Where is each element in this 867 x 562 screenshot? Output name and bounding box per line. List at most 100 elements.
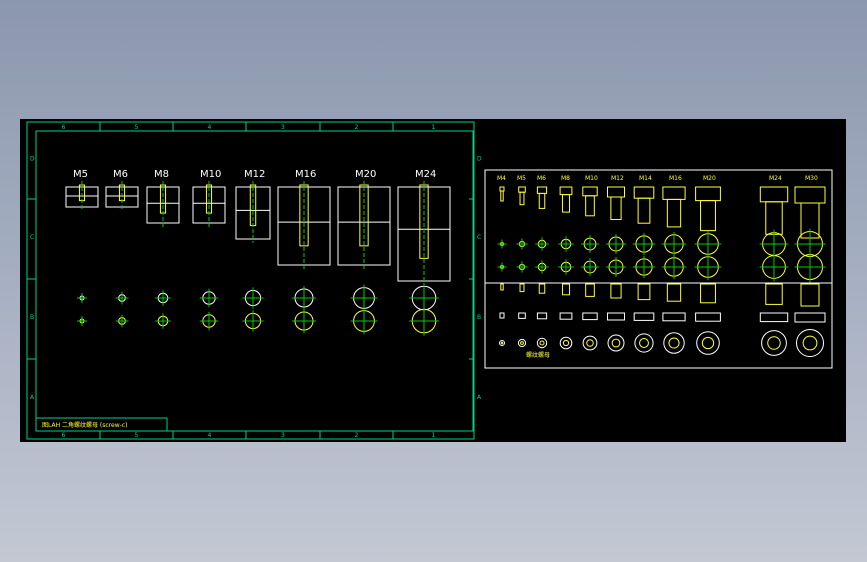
nut-side-view: [582, 312, 598, 321]
top-zone-label: 6: [62, 124, 66, 131]
nut-bore: [500, 341, 504, 345]
size-label: M12: [611, 175, 624, 182]
side-zone-label: A: [477, 394, 482, 401]
side-zone-label: B: [477, 314, 481, 321]
screw-head: [759, 186, 789, 203]
nut-bore: [767, 336, 781, 350]
fastener-m24: M24: [397, 169, 451, 336]
thread-section: [700, 283, 716, 304]
fastener-m4: M4: [497, 175, 507, 346]
thread-section: [610, 283, 622, 299]
size-label: M5: [73, 169, 88, 180]
bottom-zone-label: 2: [355, 432, 359, 439]
fastener-m16: M16: [661, 175, 687, 354]
screw-head: [536, 186, 548, 194]
nut-top-view: [796, 329, 824, 357]
fastener-m14: M14: [632, 175, 656, 353]
nut-top-view: [607, 334, 625, 352]
fastener-m20: M20: [337, 169, 391, 335]
thread-section: [500, 283, 504, 291]
nut-top-view: [517, 338, 527, 348]
bottom-zone-label: 5: [135, 432, 139, 439]
top-zone-label: 4: [208, 124, 212, 131]
screw-shank: [585, 195, 595, 217]
screw-shank: [610, 196, 622, 220]
size-label: M20: [703, 175, 716, 182]
side-zone-label: C: [30, 234, 34, 241]
bottom-zone-label: 3: [281, 432, 285, 439]
top-zone-label: 1: [432, 124, 436, 131]
size-label: M10: [200, 169, 221, 180]
fastener-m6: M6: [105, 169, 139, 328]
screw-shank: [561, 194, 571, 213]
size-label: M24: [415, 169, 436, 180]
screw-shank: [700, 200, 716, 232]
top-zone-label: 2: [355, 124, 359, 131]
top-zone-label: 3: [281, 124, 285, 131]
nut-side-view: [633, 312, 655, 321]
fastener-m5: M5: [65, 169, 99, 326]
thread-section: [637, 283, 651, 301]
thread-section: [538, 283, 546, 294]
thread-section: [800, 283, 820, 307]
screw-head: [794, 186, 826, 204]
nut-side-view: [559, 312, 573, 320]
fastener-m12: M12: [235, 169, 271, 332]
nut-top-view: [634, 333, 654, 353]
fastener-m24: M24: [759, 175, 789, 356]
title-block-text: 图LAH 二角螺纹螺母 (screw-c): [42, 421, 127, 429]
screw-shank: [538, 192, 546, 209]
screw-shank: [500, 190, 504, 202]
screw-head: [518, 186, 526, 193]
size-label: M12: [244, 169, 265, 180]
fastener-m8: M8: [146, 169, 180, 329]
top-zone-label: 5: [135, 124, 139, 131]
screw-shank: [666, 198, 682, 228]
nut-top-view: [536, 337, 548, 349]
bottom-zone-label: 4: [208, 432, 212, 439]
nut-bore: [520, 341, 524, 345]
nut-side-view: [607, 312, 625, 321]
fastener-m16: M16: [277, 169, 331, 333]
size-label: M14: [639, 175, 652, 182]
nut-side-view: [695, 312, 721, 322]
size-label: M16: [295, 169, 316, 180]
side-zone-label: D: [477, 156, 482, 163]
thread-section: [666, 283, 682, 302]
screw-head: [695, 186, 721, 202]
nut-bore: [639, 338, 649, 348]
nut-top-view: [663, 332, 685, 354]
sheet2-note: 螺纹螺母: [526, 351, 550, 359]
sheet1-outer-frame: [26, 121, 475, 440]
bottom-zone-label: 1: [432, 432, 436, 439]
thread-section: [519, 283, 525, 293]
screw-shank: [519, 191, 525, 206]
nut-top-view: [559, 336, 573, 350]
nut-bore: [668, 337, 680, 349]
side-zone-label: A: [30, 394, 35, 401]
size-label: M16: [669, 175, 682, 182]
bottom-zone-label: 6: [62, 432, 66, 439]
screw-head: [607, 186, 625, 198]
nut-top-view: [761, 330, 787, 356]
size-label: M30: [805, 175, 818, 182]
nut-side-view: [518, 312, 526, 319]
size-label: M20: [355, 169, 376, 180]
fastener-m8: M8: [558, 175, 574, 350]
size-label: M6: [537, 175, 546, 182]
size-label: M10: [585, 175, 598, 182]
sheet2-frame: [484, 169, 833, 369]
side-zone-label: C: [477, 234, 481, 241]
nut-bore: [539, 340, 545, 346]
screw-head: [662, 186, 686, 200]
sheet1-inner-frame: [35, 130, 474, 432]
size-label: M4: [497, 175, 506, 182]
size-label: M8: [561, 175, 570, 182]
